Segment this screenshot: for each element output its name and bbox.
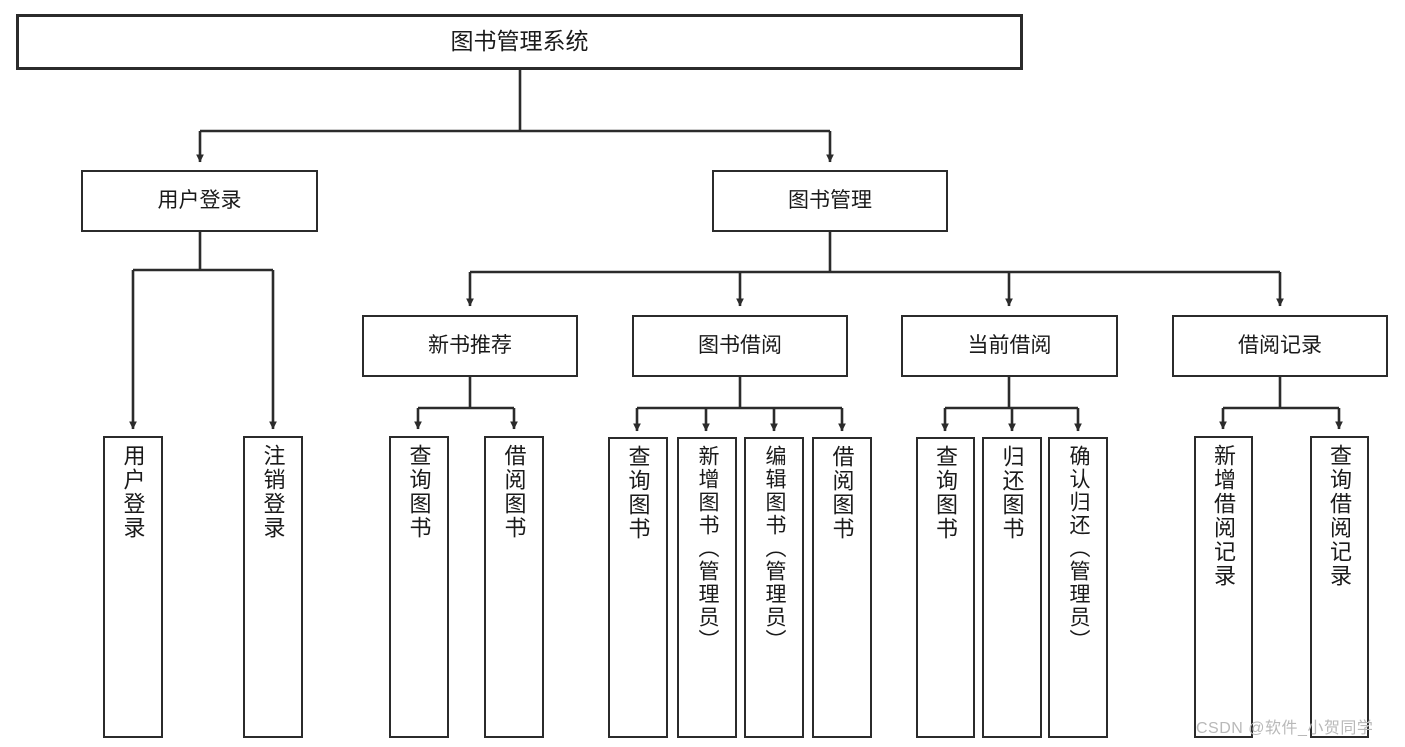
node-leaf-edit-book-label: 编辑图书（管理员） xyxy=(763,445,787,652)
node-book-manage[interactable]: 图书管理 xyxy=(712,170,948,232)
node-leaf-user-login[interactable]: 用户登录 xyxy=(103,436,163,738)
node-leaf-return-book-label: 归还图书 xyxy=(999,445,1025,541)
node-leaf-return-book[interactable]: 归还图书 xyxy=(982,437,1042,738)
node-leaf-borrow-book-1[interactable]: 借阅图书 xyxy=(484,436,544,738)
node-leaf-add-record[interactable]: 新增借阅记录 xyxy=(1194,436,1253,738)
node-borrow-record[interactable]: 借阅记录 xyxy=(1172,315,1388,377)
node-leaf-borrow-book-2[interactable]: 借阅图书 xyxy=(812,437,872,738)
node-leaf-query-book-2-label: 查询图书 xyxy=(625,445,651,541)
node-leaf-confirm-return-label: 确认归还（管理员） xyxy=(1067,445,1091,652)
node-leaf-borrow-book-1-label: 借阅图书 xyxy=(501,444,527,540)
node-leaf-query-book-2[interactable]: 查询图书 xyxy=(608,437,668,738)
node-leaf-confirm-return[interactable]: 确认归还（管理员） xyxy=(1048,437,1108,738)
node-user-login-label: 用户登录 xyxy=(157,188,242,212)
node-leaf-user-login-label: 用户登录 xyxy=(120,444,146,540)
node-book-borrow[interactable]: 图书借阅 xyxy=(632,315,848,377)
node-leaf-logout[interactable]: 注销登录 xyxy=(243,436,303,738)
node-book-manage-label: 图书管理 xyxy=(788,188,872,212)
watermark: CSDN @软件_小贺同学 xyxy=(1196,720,1374,737)
node-book-borrow-label: 图书借阅 xyxy=(698,333,782,357)
node-user-login[interactable]: 用户登录 xyxy=(81,170,318,232)
node-leaf-borrow-book-2-label: 借阅图书 xyxy=(829,445,855,541)
node-new-book-rec-label: 新书推荐 xyxy=(428,333,512,357)
node-leaf-query-book-1-label: 查询图书 xyxy=(406,444,432,540)
node-leaf-add-book[interactable]: 新增图书（管理员） xyxy=(677,437,737,738)
node-leaf-query-book-1[interactable]: 查询图书 xyxy=(389,436,449,738)
node-leaf-add-record-label: 新增借阅记录 xyxy=(1211,444,1237,588)
node-root-label: 图书管理系统 xyxy=(450,28,589,55)
node-new-book-rec[interactable]: 新书推荐 xyxy=(362,315,578,377)
node-leaf-query-record-label: 查询借阅记录 xyxy=(1327,444,1353,588)
node-current-borrow-label: 当前借阅 xyxy=(967,333,1052,357)
node-leaf-logout-label: 注销登录 xyxy=(260,444,286,540)
node-root[interactable]: 图书管理系统 xyxy=(16,14,1023,70)
node-leaf-query-record[interactable]: 查询借阅记录 xyxy=(1310,436,1369,738)
node-leaf-edit-book[interactable]: 编辑图书（管理员） xyxy=(744,437,804,738)
node-leaf-query-book-3-label: 查询图书 xyxy=(933,445,959,541)
node-borrow-record-label: 借阅记录 xyxy=(1238,333,1322,357)
node-leaf-add-book-label: 新增图书（管理员） xyxy=(696,445,720,652)
node-current-borrow[interactable]: 当前借阅 xyxy=(901,315,1118,377)
node-leaf-query-book-3[interactable]: 查询图书 xyxy=(916,437,975,738)
